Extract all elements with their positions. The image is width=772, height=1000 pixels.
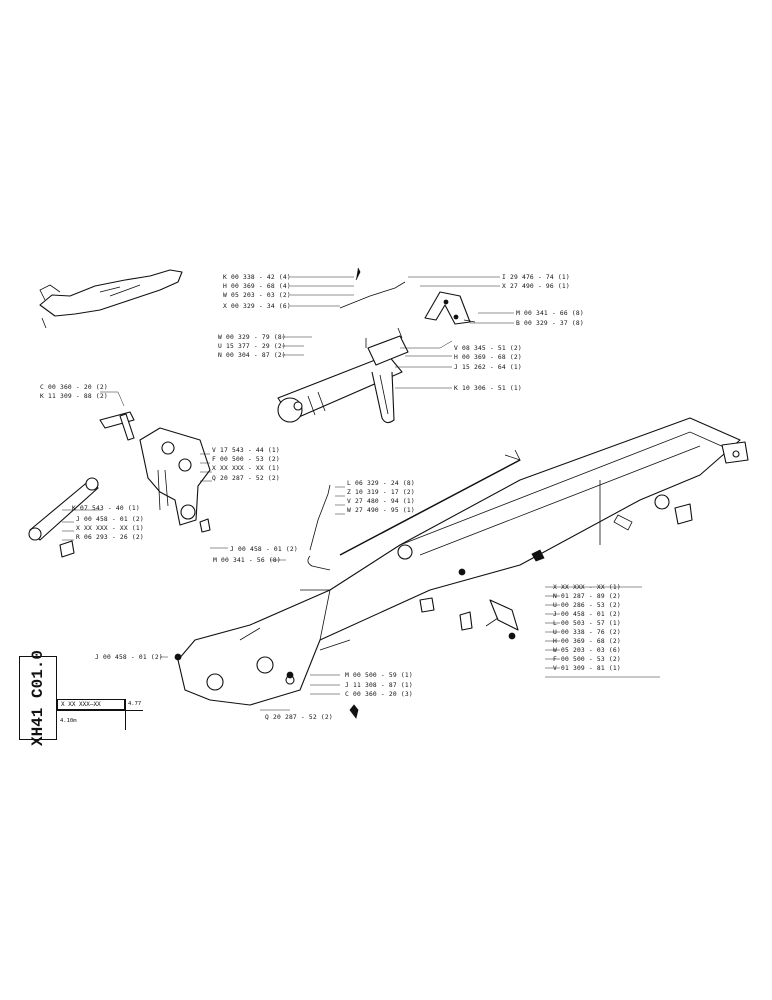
callout-label: K 07 543 - 40 (1): [72, 505, 140, 512]
callout-label: C 00 360 - 20 (3): [345, 691, 413, 698]
callout-label: L 00 503 - 57 (1): [553, 620, 621, 627]
boom-hardware: [174, 514, 633, 719]
callout-label: M 00 341 - 56 (8): [213, 557, 281, 564]
callout-label: I 29 476 - 74 (1): [502, 274, 570, 281]
callout-label: J 00 458 - 01 (2): [76, 516, 144, 523]
callout-label: V 08 345 - 51 (2): [454, 345, 522, 352]
callout-label: U 00 286 - 53 (2): [553, 602, 621, 609]
callout-label: V 01 309 - 81 (1): [553, 665, 621, 672]
callout-label: H 00 369 - 68 (2): [454, 354, 522, 361]
callout-label: W 05 203 - 03 (6): [553, 647, 621, 654]
callout-label: N 00 304 - 87 (2): [218, 352, 286, 359]
sheet-title-block: XH41 C01.0: [19, 650, 57, 746]
sheet-model: 4.77: [128, 701, 142, 707]
callout-label: M 00 341 - 66 (8): [516, 310, 584, 317]
callout-label: V 27 480 - 94 (1): [347, 498, 415, 505]
callout-label: W 27 490 - 95 (1): [347, 507, 415, 514]
callout-label: K 11 309 - 88 (2): [40, 393, 108, 400]
callout-label: U 15 377 - 29 (2): [218, 343, 286, 350]
callout-label: W 05 203 - 03 (2): [223, 292, 291, 299]
sheet-code: XH41 C01.0: [29, 649, 47, 747]
callout-label: H 00 369 - 68 (4): [223, 283, 291, 290]
callout-label: V 17 543 - 44 (1): [212, 447, 280, 454]
mounting-bracket: [339, 267, 476, 325]
callout-label: Q 20 287 - 52 (2): [265, 714, 333, 721]
callout-label: J 00 458 - 01 (2): [230, 546, 298, 553]
callout-label: X XX XXX - XX (1): [76, 525, 144, 532]
sheet-reference: X XX XXX—XX: [57, 699, 125, 710]
callout-label: B 00 329 - 37 (8): [516, 320, 584, 327]
callout-labels: K 00 338 - 42 (4) H 00 369 - 68 (4) W 05…: [40, 274, 621, 721]
callout-label: C 00 360 - 20 (2): [40, 384, 108, 391]
boom-arm: [177, 417, 749, 706]
callout-label: X 27 490 - 96 (1): [502, 283, 570, 290]
callout-label: Z 10 319 - 17 (2): [347, 489, 415, 496]
sheet-date: 4.10m: [60, 718, 77, 724]
hydraulic-cylinder: [277, 327, 409, 424]
callout-label: K 00 338 - 42 (4): [223, 274, 291, 281]
callout-label: J 11 308 - 87 (1): [345, 682, 413, 689]
callout-label: X XX XXX - XX (1): [553, 584, 621, 591]
callout-label: F 00 500 - 53 (2): [553, 656, 621, 663]
callout-label: J 00 458 - 01 (2): [95, 654, 163, 661]
sheet-info-row: 4.10m 4.77: [57, 699, 147, 730]
callout-label: Q 20 287 - 52 (2): [212, 475, 280, 482]
callout-label: N 01 287 - 89 (2): [553, 593, 621, 600]
callout-label: L 06 329 - 24 (8): [347, 480, 415, 487]
callout-leaders: [62, 276, 660, 711]
machine-overview-thumbnail: [39, 269, 183, 329]
callout-label: H 00 369 - 68 (2): [553, 638, 621, 645]
callout-label: F 00 500 - 53 (2): [212, 456, 280, 463]
callout-label: M 00 500 - 59 (1): [345, 672, 413, 679]
hydraulic-hose: [307, 449, 521, 571]
callout-label: R 06 293 - 26 (2): [76, 534, 144, 541]
callout-label: W 00 329 - 79 (8): [218, 334, 286, 341]
callout-label: K 10 306 - 51 (1): [454, 385, 522, 392]
callout-label: J 15 262 - 64 (1): [454, 364, 522, 371]
callout-label: X XX XXX - XX (1): [212, 465, 280, 472]
callout-label: X 00 329 - 34 (6): [223, 303, 291, 310]
callout-label: U 00 338 - 76 (2): [553, 629, 621, 636]
callout-label: J 00 458 - 01 (2): [553, 611, 621, 618]
divider: [57, 710, 143, 711]
divider: [125, 699, 126, 730]
